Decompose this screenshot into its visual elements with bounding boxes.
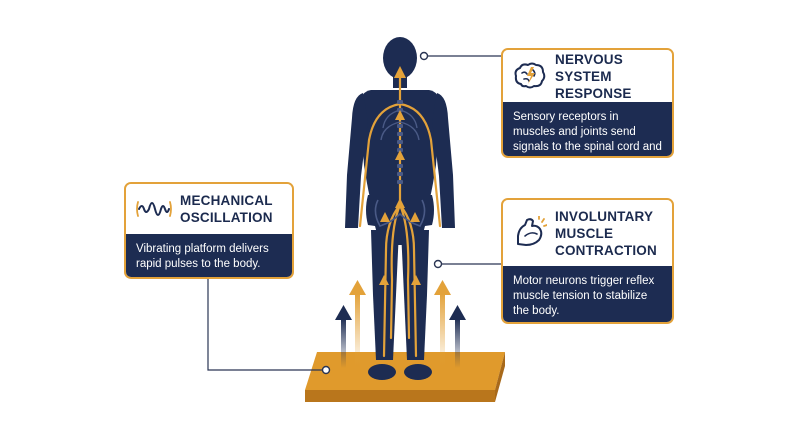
brain-icon (514, 62, 546, 89)
callout-title: NERVOUS SYSTEM RESPONSE (555, 51, 632, 101)
callout-description: Vibrating platform delivers rapid pulses… (126, 234, 292, 277)
connector-muscle (433, 259, 501, 269)
callout-header: NERVOUS SYSTEM RESPONSE (503, 50, 672, 102)
vibration-arrow (434, 280, 451, 368)
rib-cage (380, 109, 420, 141)
callout-title: INVOLUNTARY MUSCLE CONTRACTION (555, 208, 657, 258)
vibration-arrow (349, 280, 366, 368)
vibration-arrow (449, 305, 466, 368)
callout-involuntary-muscle-contraction: INVOLUNTARY MUSCLE CONTRACTION Motor neu… (501, 198, 674, 324)
callout-description: Sensory receptors in muscles and joints … (503, 102, 672, 156)
vibration-arrows (335, 280, 466, 368)
vibration-arrow (335, 305, 352, 368)
wave-icon (136, 201, 172, 217)
callout-nervous-system-response: NERVOUS SYSTEM RESPONSE Sensory receptor… (501, 48, 674, 158)
callout-header: MECHANICAL OSCILLATION (126, 184, 292, 234)
callout-mechanical-oscillation: MECHANICAL OSCILLATION Vibrating platfor… (124, 182, 294, 279)
connector-nervous (419, 51, 501, 61)
callout-title: MECHANICAL OSCILLATION (180, 193, 273, 225)
callout-header: INVOLUNTARY MUSCLE CONTRACTION (503, 200, 672, 266)
inner-pulse-arrows (379, 66, 421, 285)
flexed-arm-icon (517, 216, 547, 246)
connector-mechanical (207, 279, 331, 375)
callout-description: Motor neurons trigger reflex muscle tens… (503, 266, 672, 322)
nerve-pathways (358, 70, 442, 358)
vibration-platform (305, 352, 505, 402)
pelvis (374, 199, 426, 227)
